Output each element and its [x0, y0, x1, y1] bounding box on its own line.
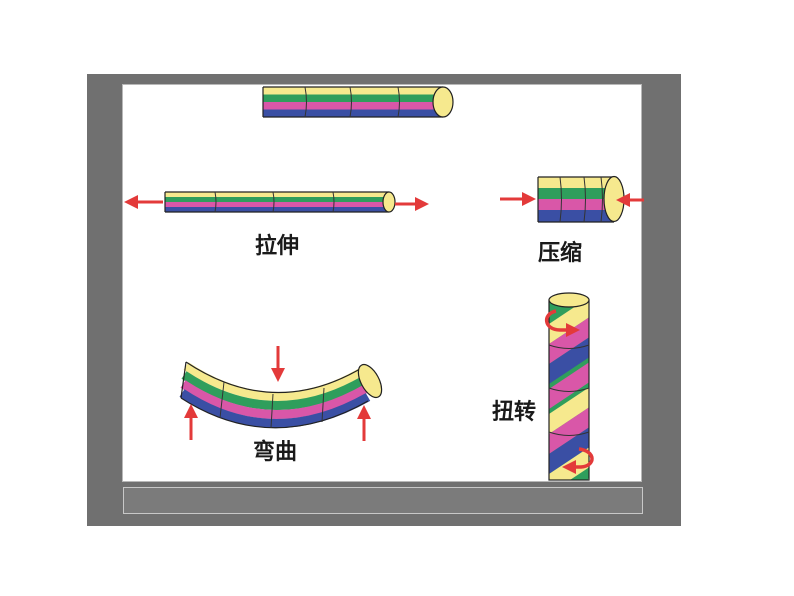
- rotate-arrow-icon: [562, 447, 594, 474]
- stretched-rod: [164, 191, 396, 213]
- label-bend: 弯曲: [253, 440, 298, 465]
- arrow-down-icon: [271, 346, 285, 382]
- arrow-left-icon: [124, 195, 163, 209]
- arrow-left-icon: [616, 193, 644, 207]
- label-compress: 压缩: [538, 241, 583, 266]
- arrow-right-icon: [395, 197, 429, 211]
- arrow-up-icon: [357, 405, 371, 441]
- bottom-bar: [123, 487, 643, 514]
- arrow-right-icon: [500, 192, 536, 206]
- original-rod: [262, 86, 454, 118]
- compressed-rod: [537, 175, 625, 223]
- rotate-arrow-icon: [545, 309, 580, 337]
- label-twist: 扭转: [492, 400, 537, 425]
- bent-rod: [179, 361, 383, 429]
- label-stretch: 拉伸: [255, 234, 300, 259]
- arrow-up-icon: [184, 404, 198, 440]
